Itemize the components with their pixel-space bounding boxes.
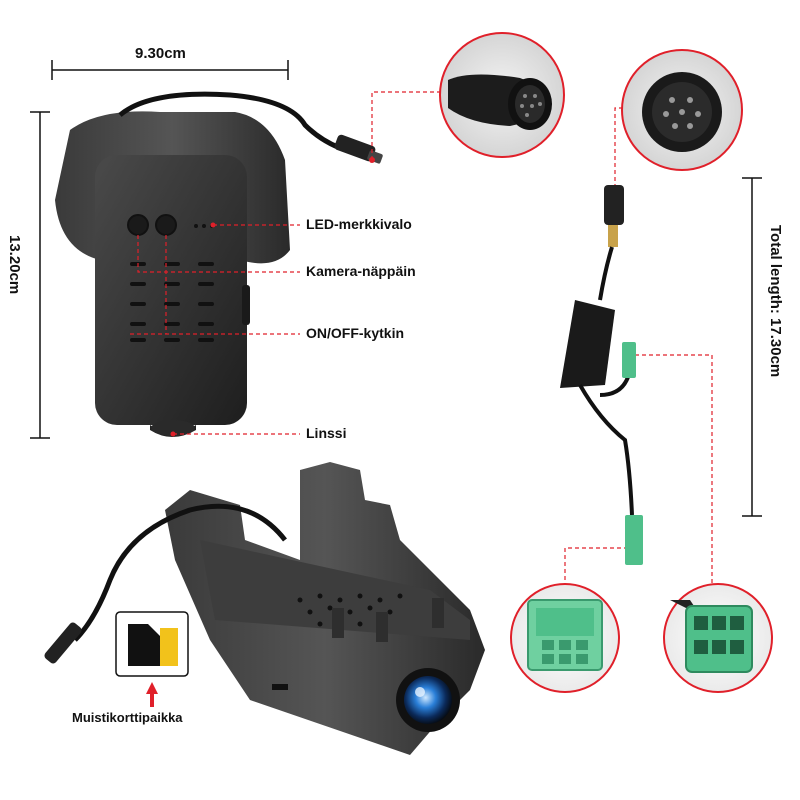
power-button-icon	[155, 214, 177, 236]
dashcam-mount-view	[44, 462, 485, 755]
connector-detail-circle-2	[621, 49, 743, 171]
height-dimension-label: 13.20cm	[6, 235, 23, 295]
lens-label: Linssi	[306, 425, 347, 441]
width-dimension-line	[51, 60, 289, 80]
memory-card-slot-label: Muistikorttipaikka	[72, 710, 183, 725]
camera-button-icon	[127, 214, 149, 236]
connector-detail-circle-3	[510, 583, 620, 693]
arrow-up-icon	[146, 682, 158, 707]
memory-card-icon	[115, 611, 189, 677]
total-length-label: Total length: 17.30cm	[767, 225, 784, 378]
wiring-harness	[560, 185, 643, 565]
camera-button-label: Kamera-näppäin	[306, 263, 416, 279]
height-dimension-line	[30, 111, 50, 439]
connector-detail-circle-4	[663, 583, 773, 693]
dashcam-front-view	[55, 91, 383, 437]
led-indicator-label: LED-merkkivalo	[306, 216, 412, 232]
total-length-dimension-line	[742, 177, 762, 517]
onoff-switch-label: ON/OFF-kytkin	[306, 325, 405, 341]
width-dimension-label: 9.30cm	[135, 45, 186, 62]
connector-detail-circle-1	[439, 32, 565, 158]
